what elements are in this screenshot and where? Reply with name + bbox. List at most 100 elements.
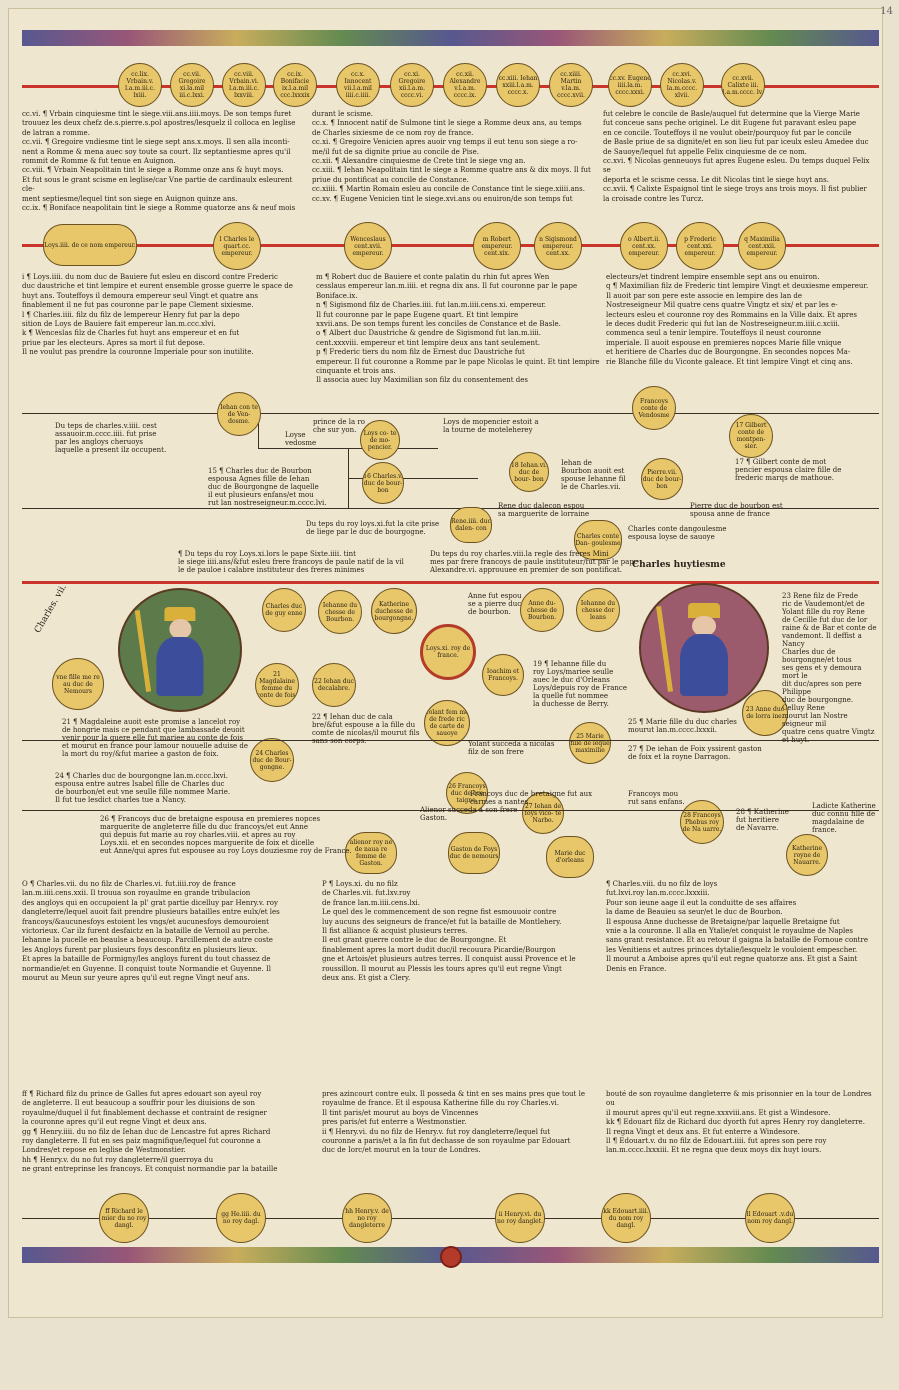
pope-medal: cc.xiii. Iehan xxiii.l.a.m. cccc.x. bbox=[496, 63, 540, 107]
francoys-phebus-note: Francoys mou rut sans enfans. bbox=[628, 790, 685, 806]
page-number: 14 bbox=[880, 6, 893, 17]
charles-vii-text: O ¶ Charles.vii. du no filz de Charles.v… bbox=[22, 880, 280, 983]
charles-angoulesme-medal: Charles conte Dan- goulesme bbox=[574, 520, 622, 560]
bourbon-lower-line bbox=[22, 508, 879, 509]
yolant-medal: Yolant fem me de frede ric de carte de s… bbox=[424, 700, 470, 746]
papal-text-col2: durant le scisme. cc.x. ¶ Innocent natif… bbox=[312, 110, 591, 203]
jehanne-orleans-medal: Iehanne du chesse dor leans bbox=[576, 588, 620, 632]
emperor-lineage-line bbox=[22, 244, 879, 247]
anne-bourbon-medal: Anne du- chesse de Bourbon. bbox=[520, 588, 564, 632]
charles-bourbon-note: 15 ¶ Charles duc de Bourbon espousa Agne… bbox=[208, 467, 327, 507]
pierre-bourbon-medal: Pierre.vii. duc de bour- bon bbox=[641, 458, 683, 500]
alienor-note: Alienor succeda a son frere Gaston. bbox=[420, 806, 518, 822]
english-king-medal: hh Henry.v. de no roy dangleterre bbox=[342, 1193, 392, 1243]
katherine-note: Ladicte Katherine duc connu fille de mag… bbox=[812, 802, 876, 834]
marie-duc-orleans-medal: Marie duc d'orleans bbox=[546, 836, 594, 878]
emperor-text-col3: electeurs/et tindrent lempire ensemble s… bbox=[606, 273, 869, 366]
english-lineage-line bbox=[22, 1218, 879, 1219]
jehanne-note: 19 ¶ Iehanne fille du roy Loys/mariee se… bbox=[533, 660, 627, 708]
jehan-foys-note: 27 ¶ De iehan de Foix yssirent gaston de… bbox=[628, 745, 762, 761]
alienor-medal: alienor roy ne de naua re femme de Gasto… bbox=[345, 832, 397, 874]
loys-montpensier-medal: Loys co- te de mo- pencier. bbox=[360, 420, 400, 460]
francoys-vendome-medal: Francoys conte de Vendosme bbox=[632, 386, 676, 430]
loys-xi-liege-note: Du teps du roy loys.xi.fut la cite prise… bbox=[306, 520, 440, 536]
joachim-francoys-medal: Ioachim et Francoys. bbox=[482, 654, 524, 696]
francoys-paule-note: ¶ Du teps du roy Loys.xi.lors le pape Si… bbox=[178, 550, 404, 574]
emperor-medal: Wenceslaus cent.xvii. empereur. bbox=[344, 222, 392, 270]
pierre-note: Pierre duc de bourbon est spousa anne de… bbox=[690, 502, 783, 518]
jehan-vendome-medal: Iehan con te de Ven- dosme. bbox=[217, 392, 261, 436]
loys-xi-text: P ¶ Loys.xi. du no filz de Charles.vii. … bbox=[322, 880, 576, 983]
charles-viii-heading: Charles huytiesme bbox=[632, 560, 726, 570]
jehan-calabre-medal: 22 Iehan duc decalabre. bbox=[312, 663, 356, 707]
renee-note: 23 Rene filz de Frede ric de Vaudemont/e… bbox=[782, 592, 877, 744]
pope-medal: cc.xv. Eugene iiii.la.m. cccc.xxxi. bbox=[608, 63, 652, 107]
katherine-navarre-note: 28 ¶ Katherine fut heritiere de Navarre. bbox=[736, 808, 789, 832]
charles-guyenne-medal: Charles duc de guy enne bbox=[262, 588, 306, 632]
jehan-bourbon-note: Iehan de Bourbon auoit est spouse Iehann… bbox=[561, 459, 626, 491]
emperor-medal: Loys.iiii. de ce nom empereur. bbox=[43, 224, 137, 266]
papal-text-col3: fut celebre le concile de Basle/auquel f… bbox=[603, 110, 870, 203]
charles-bourbon-medal: 16 Charles.v. duc de bour- bon bbox=[362, 462, 404, 504]
jehan-note: 22 ¶ Iehan duc de cala bre/&fut espouse … bbox=[312, 713, 420, 745]
pope-medal: cc.x. Innocent vii.l.a.mil iiii.c.iiii. bbox=[336, 63, 380, 107]
pope-medal: cc.xi. Gregoire xii.l.a.m. cccc.vi. bbox=[390, 63, 434, 107]
pope-medal: cc.xvii. Calixte iii. l.a.m.cccc. lv. bbox=[721, 63, 765, 107]
prince-roche-label: prince de la ro che sur yon. bbox=[313, 418, 365, 434]
pope-medal: cc.lix. Vrbain.v. l.a.m.iii.c. lxiii. bbox=[118, 63, 162, 107]
english-king-medal: ii Henry.vi. du no roy danglet. bbox=[495, 1193, 545, 1243]
emperor-medal: q Maximilia cent.xxii. empereur. bbox=[738, 222, 786, 270]
katherine-navarre-medal: Katherine royne de Nauarre. bbox=[786, 834, 828, 876]
rene-note: Rene duc dalecon espou sa marguerite de … bbox=[498, 502, 590, 518]
english-text-col3: bouté de son royaulme dangleterre & mis … bbox=[606, 1090, 872, 1155]
renee-medal: 23 Anne duc de lorra ine. bbox=[742, 690, 788, 736]
francoys-bretaigne-medal: 26 Francoys duc de bre taigne. bbox=[446, 772, 488, 814]
francoys-carmes-note: Francoys duc de bretaigne fut aux carmes… bbox=[470, 790, 593, 806]
magdaleine-medal: 21 Magdalaine femme du conte de fois. bbox=[255, 663, 299, 707]
pope-medal: cc.xiiii. Martin v.la.m. cccc.xvii. bbox=[549, 63, 593, 107]
english-text-col1: ff ¶ Richard filz du prince de Galles fu… bbox=[22, 1090, 278, 1174]
jehanne-bourbon-medal: Iehanne du chesse de Bourbon. bbox=[318, 590, 362, 634]
charles-viii-text: ¶ Charles.viii. du no filz de loys fut.l… bbox=[606, 880, 868, 973]
charles-v-note: Du teps de charles.v.iiii. cest assauoir… bbox=[55, 422, 167, 454]
emperor-text-col2: m ¶ Robert duc de Bauiere et conte palat… bbox=[316, 273, 600, 385]
charles-angoulesme-note: Charles conte dangoulesme espousa loyse … bbox=[628, 525, 727, 541]
magdaleine-note: 21 ¶ Magdaleine auoit este promise a lan… bbox=[62, 718, 249, 758]
marie-note: 25 ¶ Marie fille du duc charles mourut l… bbox=[628, 718, 737, 734]
jehan-bourbon-medal: 18 Iehan.vi. duc de bour- bon bbox=[509, 452, 549, 492]
king-figure-icon bbox=[134, 606, 207, 696]
gilbert-medal: 17 Gilbert conte de montpen- sier. bbox=[729, 414, 773, 458]
fille-nemours-medal: vne fille me re au duc de Nemours bbox=[52, 658, 104, 710]
gaston-medal: Gaston de Foys duc de nemours bbox=[448, 832, 500, 874]
bourbon-branch-h2 bbox=[348, 478, 478, 479]
pope-medal: cc.xvi. Nicolas.v. la.m.cccc. xlvii. bbox=[660, 63, 704, 107]
royal-lower-line bbox=[22, 740, 879, 741]
english-king-medal: ll Edouart .v.du nom roy dangl. bbox=[745, 1193, 795, 1243]
minimes-note: Du teps du roy charles.viii.la regle des… bbox=[430, 550, 638, 574]
emperor-text-col1: i ¶ Loys.iiii. du nom duc de Bauiere fut… bbox=[22, 273, 293, 357]
pope-medal: cc.viii. Vrbain.vi. l.a.m.iii.c. lxxviii… bbox=[222, 63, 266, 107]
charles-viii-portrait bbox=[639, 583, 769, 713]
bourbon-lineage-line bbox=[22, 413, 879, 414]
emperor-medal: n Sigismond empereur. cent.xx. bbox=[534, 222, 582, 270]
loys-xi-medal: Loys.xi. roy de france. bbox=[420, 624, 476, 680]
pope-medal: cc.xii. Alexandre v.l.a.m. cccc.ix. bbox=[443, 63, 487, 107]
marie-cleue-medal: 25 Marie fille de leque maximilie bbox=[569, 722, 611, 764]
loys-montpensier-note: Loys de mopencier estoit a la tourne de … bbox=[443, 418, 539, 434]
emperor-medal: m Robert empereur. cent.xix. bbox=[473, 222, 521, 270]
top-decorative-border bbox=[22, 30, 879, 46]
anne-fut-note: Anne fut espou se a pierre duc de bourbo… bbox=[468, 592, 522, 616]
jehan-foys-medal: 27 Iehan de foys vico- te Narbo. bbox=[522, 792, 564, 834]
pope-medal: cc.vii. Gregoire xi.la.mil iii.c.lxxi. bbox=[170, 63, 214, 107]
english-text-col2: pres azincourt contre eulx. Il posseda &… bbox=[322, 1090, 585, 1155]
gilbert-note: 17 ¶ Gilbert conte de mot pencier espous… bbox=[735, 458, 842, 482]
yolant-note: Yolant succeda a nicolas filz de son fre… bbox=[468, 740, 555, 756]
charles-bourgongne-medal: 24 Charles duc de Bour- gongne. bbox=[250, 738, 294, 782]
royal-lineage-line bbox=[22, 581, 879, 584]
francoys-bretaigne-note: 26 ¶ Francoys duc de bretaigne espousa e… bbox=[100, 815, 352, 855]
francoys-phebus-medal: 28 Francoys Phebus roy de Na uarre. bbox=[680, 800, 724, 844]
pope-medal: cc.ix. Bonifacie ix.l.a.mil ccc.lxxxix bbox=[273, 63, 317, 107]
english-king-medal: gg He.iiii. du no roy dagl. bbox=[216, 1193, 266, 1243]
rene-alencon-medal: Rene.iiii. duc dalen- con bbox=[450, 507, 492, 543]
king-figure-icon bbox=[656, 602, 733, 696]
